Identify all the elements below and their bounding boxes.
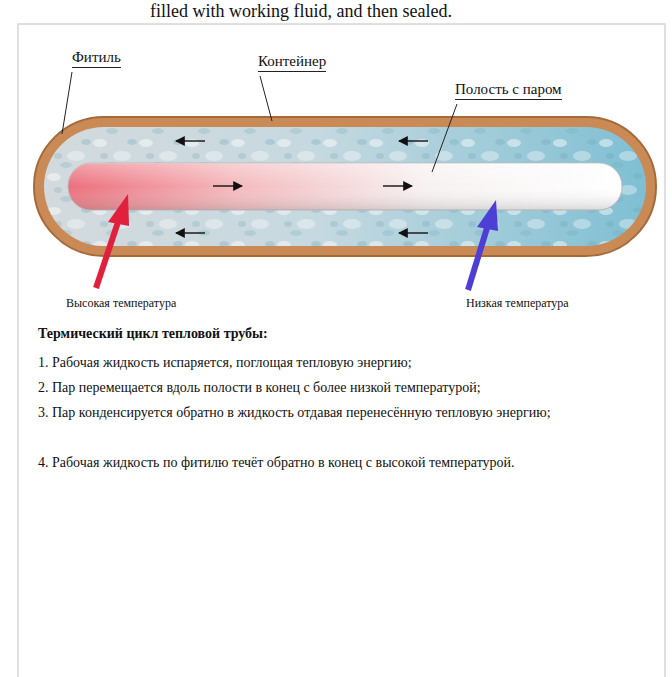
vapor-shading — [68, 163, 622, 210]
temperature-label: Низкая температура — [466, 296, 569, 310]
heat-out-arrow — [468, 200, 498, 290]
image-frame — [18, 24, 665, 677]
leader-lines — [62, 72, 457, 172]
wick — [44, 127, 646, 246]
list-heading: Термический цикл тепловой трубы: — [38, 326, 268, 343]
step-text: 3. Пар конденсируется обратно в жидкость… — [38, 402, 598, 424]
container-wall — [34, 117, 656, 256]
step-text: 4. Рабочая жидкость по фитилю течёт обра… — [38, 452, 638, 474]
part-label: Полость с паром — [455, 80, 562, 100]
heat-in-arrow — [96, 194, 129, 288]
wick-texture — [44, 127, 646, 246]
cropped-caption: filled with working fluid, and then seal… — [150, 1, 452, 23]
temperature-label: Высокая температура — [66, 296, 176, 310]
step-text: 2. Пар перемещается вдоль полости в коне… — [38, 377, 481, 399]
step-text: 1. Рабочая жидкость испаряется, поглощая… — [38, 352, 412, 374]
part-label: Фитиль — [72, 48, 121, 68]
vapor-cavity — [68, 163, 622, 210]
part-label: Контейнер — [258, 52, 326, 72]
flow-arrows — [176, 141, 428, 233]
